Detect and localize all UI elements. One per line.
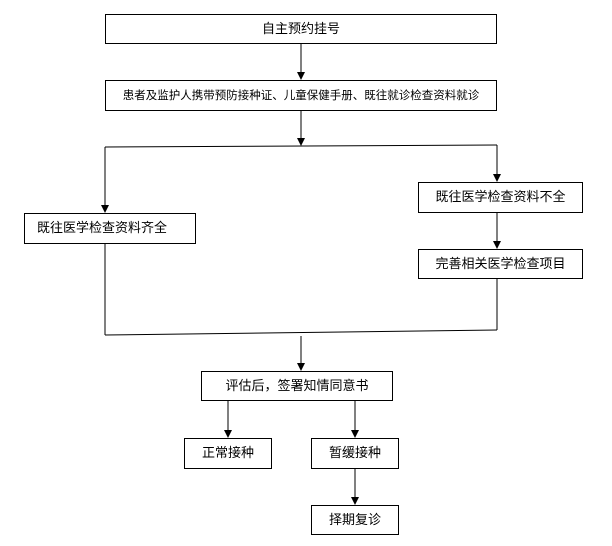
node-register: 自主预约挂号 [105,14,497,44]
node-defer-vaccination: 暂缓接种 [311,438,399,469]
node-improve-exams: 完善相关医学检查项目 [418,249,583,279]
node-reschedule-review: 择期复诊 [311,505,399,535]
node-defer-vaccination-label: 暂缓接种 [328,446,381,461]
merge-line [104,329,498,336]
node-improve-exams-label: 完善相关医学检查项目 [435,256,566,272]
node-register-label: 自主预约挂号 [261,21,340,37]
branch-split-line [104,144,498,148]
node-bring-documents-label: 患者及监护人携带预防接种证、儿童保健手册、既往就诊检查资料就诊 [122,87,480,102]
node-normal-vaccination: 正常接种 [184,438,272,469]
node-normal-vaccination-label: 正常接种 [201,446,254,461]
node-bring-documents: 患者及监护人携带预防接种证、儿童保健手册、既往就诊检查资料就诊 [105,80,497,111]
node-evaluate-consent-label: 评估后，签署知情同意书 [225,378,369,394]
node-records-complete: 既往医学检查资料齐全 [24,213,196,244]
node-records-incomplete-label: 既往医学检查资料不全 [435,190,566,205]
node-evaluate-consent: 评估后，签署知情同意书 [201,371,393,401]
node-records-incomplete: 既往医学检查资料不全 [418,182,583,213]
node-records-complete-label: 既往医学检查资料齐全 [37,221,168,236]
node-reschedule-review-label: 择期复诊 [328,512,381,528]
